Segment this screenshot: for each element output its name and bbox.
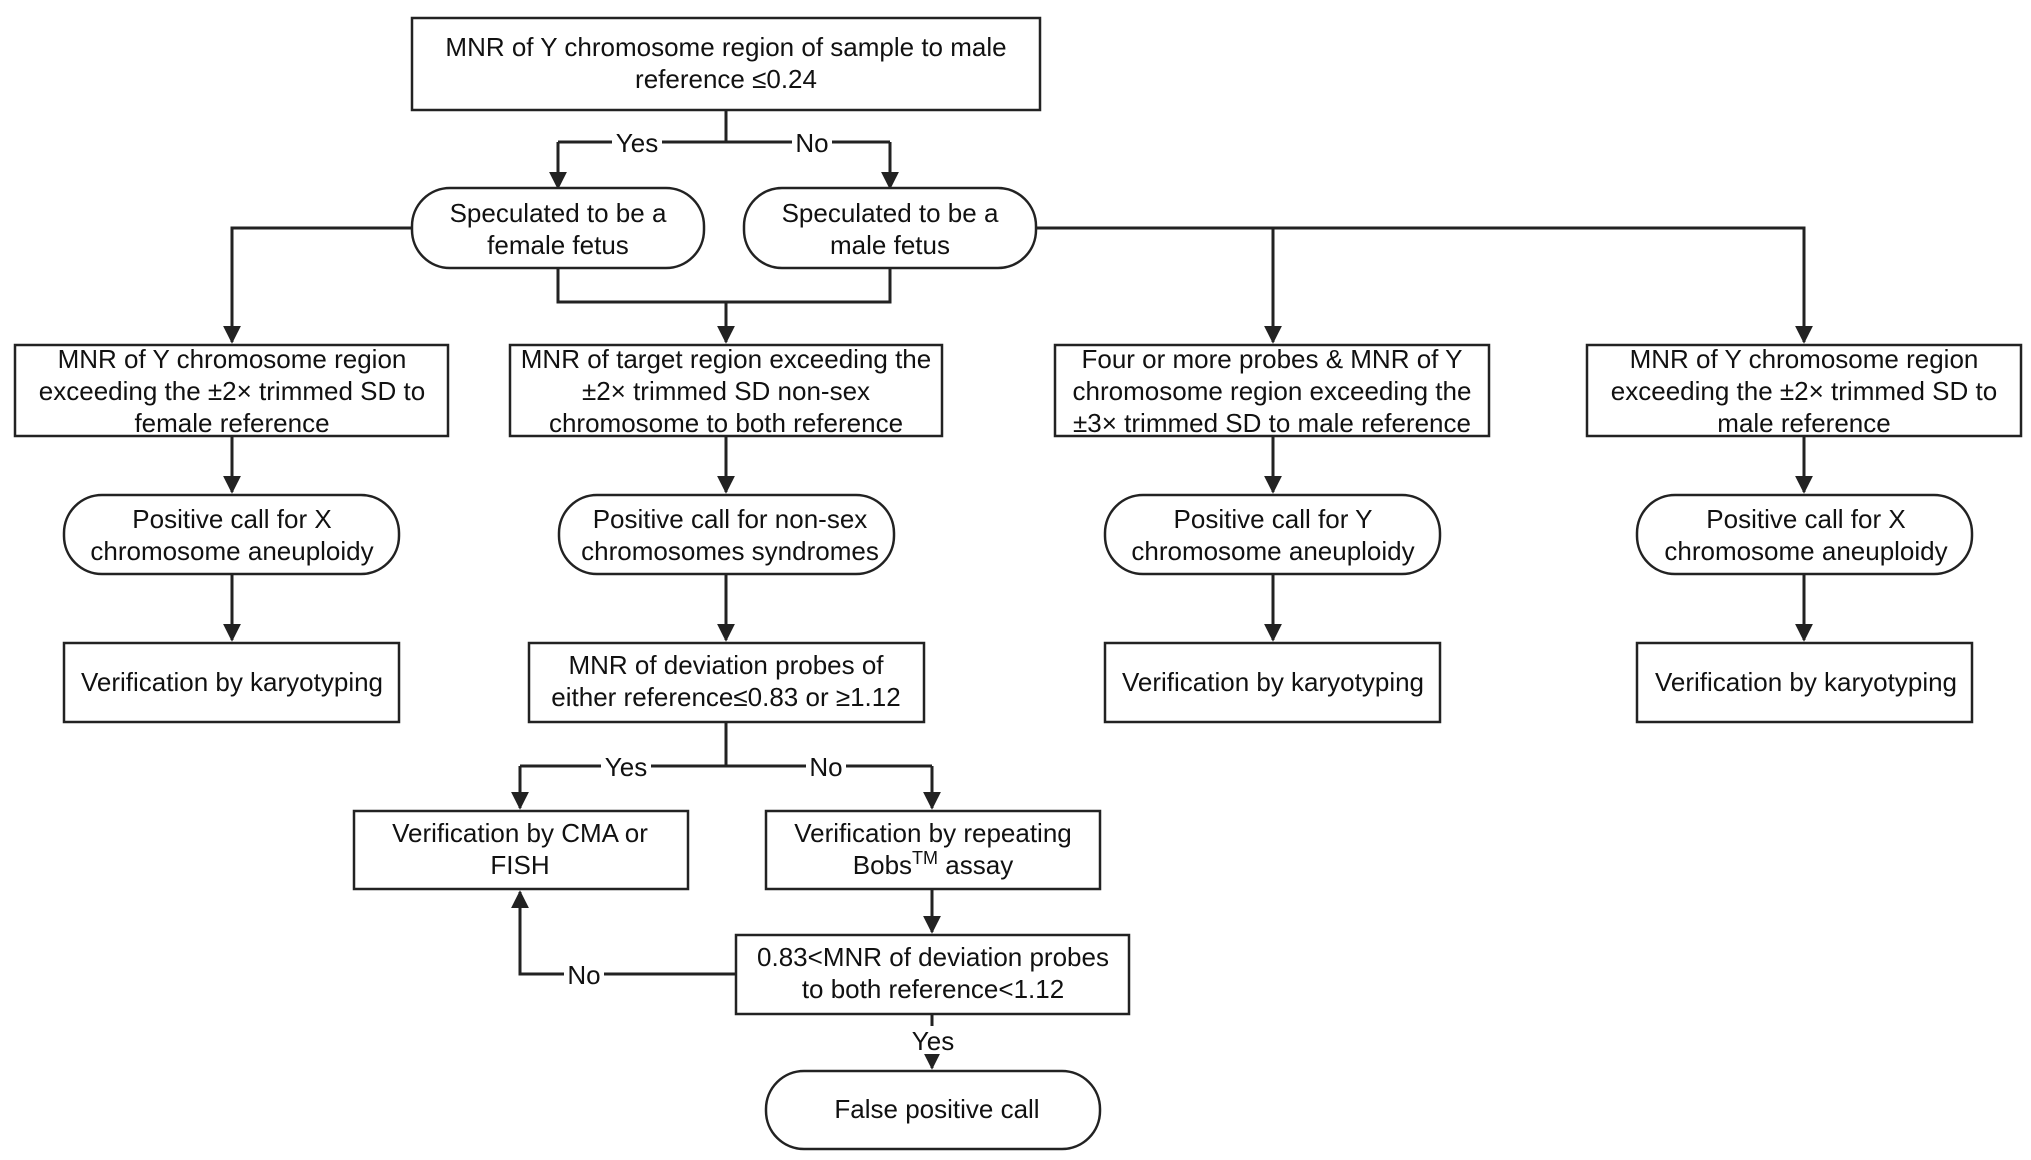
connectors: [223, 110, 1813, 1070]
node-root: MNR of Y chromosome region of sample to …: [410, 16, 1042, 112]
node-c3-pos-line1: Positive call for Y: [1174, 504, 1373, 534]
node-c2-cond-line3: chromosome to both reference: [549, 408, 903, 438]
node-c1-verify-text: Verification by karyotyping: [81, 667, 383, 697]
node-male: Speculated to be a male fetus: [742, 186, 1038, 270]
node-c1-pos-line2: chromosome aneuploidy: [90, 536, 373, 566]
node-c1-cond: MNR of Y chromosome region exceeding the…: [13, 343, 450, 438]
node-root-line1: MNR of Y chromosome region of sample to …: [445, 32, 1006, 62]
label-yes-dev: Yes: [605, 752, 647, 782]
node-root-line2: reference ≤0.24: [635, 64, 817, 94]
node-c1-cond-line1: MNR of Y chromosome region: [58, 344, 407, 374]
node-c3-cond-line1: Four or more probes & MNR of Y: [1082, 344, 1463, 374]
node-false-positive-text: False positive call: [834, 1094, 1039, 1124]
label-no-dev: No: [809, 752, 842, 782]
node-c1-pos-line1: Positive call for X: [132, 504, 331, 534]
node-c3-pos: Positive call for Y chromosome aneuploid…: [1103, 493, 1442, 576]
node-c2-dev: MNR of deviation probes of either refere…: [527, 641, 926, 724]
node-cma-line2: FISH: [490, 850, 549, 880]
node-cma-line1: Verification by CMA or: [392, 818, 648, 848]
node-range: 0.83<MNR of deviation probes to both ref…: [734, 933, 1131, 1016]
edge-range-cma: [511, 890, 736, 976]
node-c4-pos-line1: Positive call for X: [1706, 504, 1905, 534]
node-c2-pos: Positive call for non-sex chromosomes sy…: [557, 493, 896, 576]
node-c2-pos-line2: chromosomes syndromes: [581, 536, 879, 566]
label-no-root: No: [795, 128, 828, 158]
node-c2-cond-line1: MNR of target region exceeding the: [521, 344, 931, 374]
node-female: Speculated to be a female fetus: [410, 186, 706, 270]
node-repeat-assay: assay: [938, 850, 1013, 880]
node-female-line2: female fetus: [487, 230, 629, 260]
node-repeat-bobs: Bobs: [853, 850, 912, 880]
node-c3-cond: Four or more probes & MNR of Y chromosom…: [1053, 343, 1491, 438]
node-c1-cond-line3: female reference: [134, 408, 329, 438]
node-c4-cond: MNR of Y chromosome region exceeding the…: [1585, 343, 2023, 438]
node-male-line2: male fetus: [830, 230, 950, 260]
label-yes-range: Yes: [912, 1026, 954, 1056]
node-false-positive: False positive call: [764, 1069, 1102, 1151]
node-c1-cond-line2: exceeding the ±2× trimmed SD to: [39, 376, 425, 406]
node-c4-cond-line2: exceeding the ±2× trimmed SD to: [1611, 376, 1997, 406]
node-range-line1: 0.83<MNR of deviation probes: [757, 942, 1109, 972]
edge-labels: Yes No Yes No No Yes: [564, 128, 958, 1056]
node-male-line1: Speculated to be a: [782, 198, 999, 228]
node-c4-cond-line3: male reference: [1717, 408, 1890, 438]
label-yes-root: Yes: [616, 128, 658, 158]
node-repeat-line1: Verification by repeating: [794, 818, 1072, 848]
node-c4-verify-text: Verification by karyotyping: [1655, 667, 1957, 697]
node-c2-dev-line2: either reference≤0.83 or ≥1.12: [551, 682, 900, 712]
node-c2-cond-line2: ±2× trimmed SD non-sex: [582, 376, 870, 406]
node-c1-pos: Positive call for X chromosome aneuploid…: [62, 493, 401, 576]
node-c3-pos-line2: chromosome aneuploidy: [1131, 536, 1414, 566]
node-c4-pos: Positive call for X chromosome aneuploid…: [1635, 493, 1974, 576]
node-c2-cond: MNR of target region exceeding the ±2× t…: [508, 343, 944, 438]
node-c2-pos-line1: Positive call for non-sex: [593, 504, 868, 534]
node-range-line2: to both reference<1.12: [802, 974, 1064, 1004]
node-c3-cond-line2: chromosome region exceeding the: [1073, 376, 1472, 406]
node-repeat: Verification by repeating BobsTM assay: [764, 809, 1102, 891]
node-c4-verify: Verification by karyotyping: [1635, 641, 1974, 724]
node-cma: Verification by CMA or FISH: [352, 809, 690, 891]
node-c3-verify-text: Verification by karyotyping: [1122, 667, 1424, 697]
edge-male-right: [1036, 226, 1813, 344]
node-repeat-line2: BobsTM assay: [853, 848, 1013, 880]
node-c3-cond-line3: ±3× trimmed SD to male reference: [1073, 408, 1471, 438]
node-c3-verify: Verification by karyotyping: [1103, 641, 1442, 724]
label-no-range: No: [567, 960, 600, 990]
node-c4-pos-line2: chromosome aneuploidy: [1664, 536, 1947, 566]
node-female-line1: Speculated to be a: [450, 198, 667, 228]
node-c1-verify: Verification by karyotyping: [62, 641, 401, 724]
edge-female-c1: [223, 226, 412, 344]
node-repeat-tm: TM: [912, 848, 938, 868]
node-c2-dev-line1: MNR of deviation probes of: [568, 650, 884, 680]
edge-female-merge: [556, 268, 892, 304]
node-c4-cond-line1: MNR of Y chromosome region: [1630, 344, 1979, 374]
